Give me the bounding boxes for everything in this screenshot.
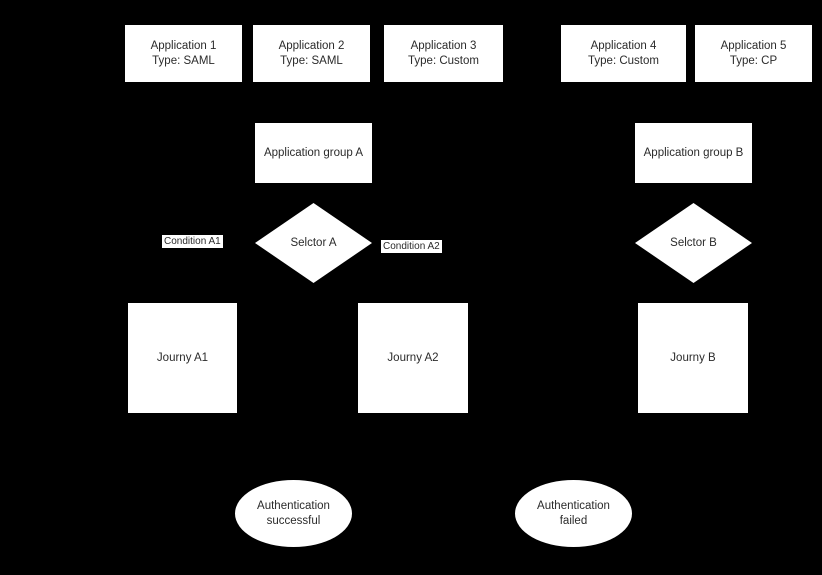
journey-a2-node[interactable]: Journy A2 <box>358 303 468 413</box>
journey-a1-node[interactable]: Journy A1 <box>128 303 237 413</box>
authentication-successful-node[interactable]: Authentication successful <box>235 480 352 547</box>
application-node-1[interactable]: Application 1 Type: SAML <box>125 25 242 82</box>
application-group-a-node[interactable]: Application group A <box>255 123 372 183</box>
application-node-4[interactable]: Application 4 Type: Custom <box>561 25 686 82</box>
condition-a2-label: Condition A2 <box>381 240 442 253</box>
authentication-failed-node[interactable]: Authentication failed <box>515 480 632 547</box>
application-group-b-node[interactable]: Application group B <box>635 123 752 183</box>
journey-b-node[interactable]: Journy B <box>638 303 748 413</box>
application-node-2[interactable]: Application 2 Type: SAML <box>253 25 370 82</box>
application-node-5[interactable]: Application 5 Type: CP <box>695 25 812 82</box>
application-node-3[interactable]: Application 3 Type: Custom <box>384 25 503 82</box>
selector-b-node[interactable]: Selctor B <box>635 203 752 283</box>
condition-a1-label: Condition A1 <box>162 235 223 248</box>
selector-a-node[interactable]: Selctor A <box>255 203 372 283</box>
diamond-shape-icon <box>635 203 752 283</box>
diamond-shape-icon <box>255 203 372 283</box>
